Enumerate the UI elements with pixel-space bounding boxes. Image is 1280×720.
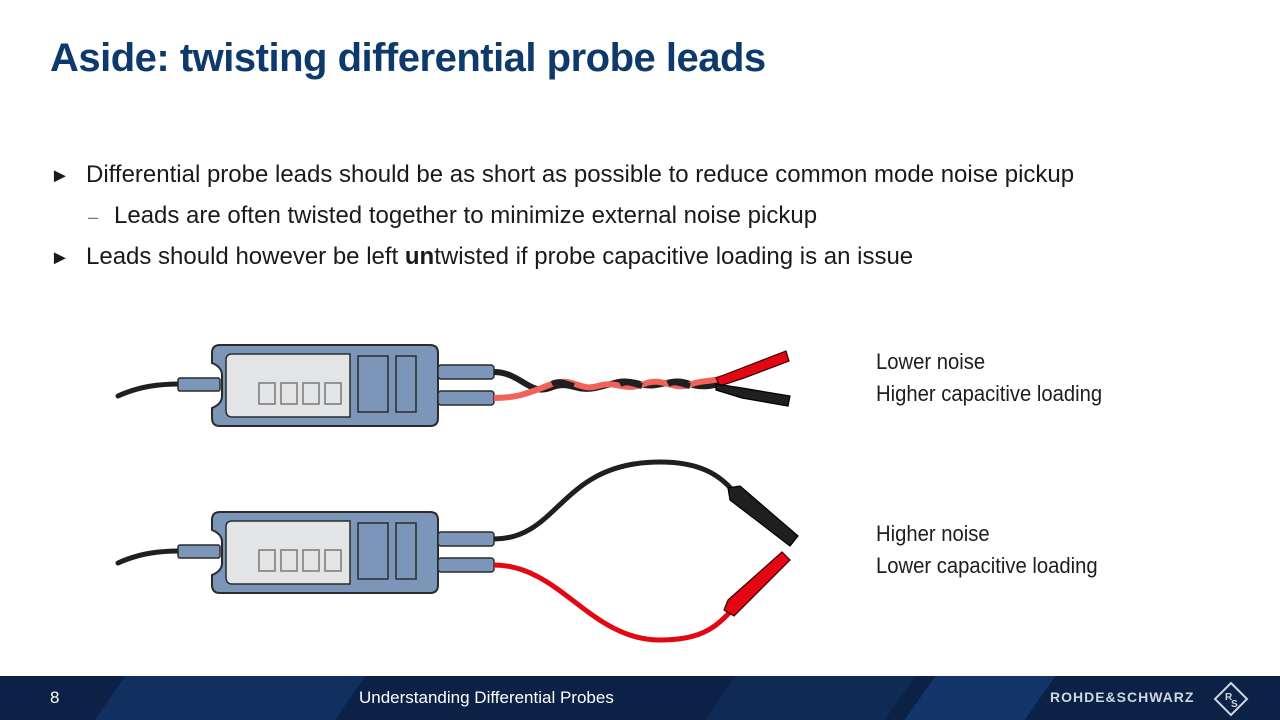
caption-line: Higher capacitive loading <box>876 381 1103 406</box>
presentation-title: Understanding Differential Probes <box>359 688 614 707</box>
footer-stripe <box>904 676 1056 720</box>
caption-line: Lower noise <box>876 349 986 374</box>
bullet-arrow-icon: ► <box>50 165 70 187</box>
bullet-text-bold: un <box>404 243 435 270</box>
caption-line: Lower capacitive loading <box>876 553 1098 578</box>
svg-text:R: R <box>1225 692 1233 703</box>
twisted-caption: Lower noise Higher capacitive loading <box>876 346 1102 410</box>
footer-bar: 8 Understanding Differential Probes ROHD… <box>0 676 1280 720</box>
rs-logo-icon: R S <box>1213 681 1249 717</box>
slide-title: Aside: twisting differential probe leads <box>50 36 766 80</box>
sub-bullet-item: –Leads are often twisted together to min… <box>88 201 817 232</box>
twisted-probe <box>115 344 791 427</box>
bullet-text-after: twisted if probe capacitive loading is a… <box>434 243 914 270</box>
sub-bullet-text: Leads are often twisted together to mini… <box>114 202 818 229</box>
untwisted-caption: Higher noise Lower capacitive loading <box>876 518 1098 582</box>
bullet-text-before: Leads should however be left <box>86 243 405 270</box>
bullet-item: ► Differential probe leads should be as s… <box>50 160 1074 191</box>
bullet-item: ► Leads should however be left untwisted … <box>50 242 913 273</box>
footer-stripe <box>94 676 366 720</box>
bullet-text: Differential probe leads should be as sh… <box>86 161 1075 188</box>
bullet-arrow-icon: ► <box>50 247 70 269</box>
caption-line: Higher noise <box>876 521 990 546</box>
untwisted-probe <box>115 459 799 643</box>
brand-name: ROHDE&SCHWARZ <box>1050 689 1195 705</box>
footer-stripe <box>704 676 916 720</box>
dash-icon: – <box>88 207 99 227</box>
page-number: 8 <box>50 688 60 707</box>
svg-text:S: S <box>1231 699 1238 710</box>
